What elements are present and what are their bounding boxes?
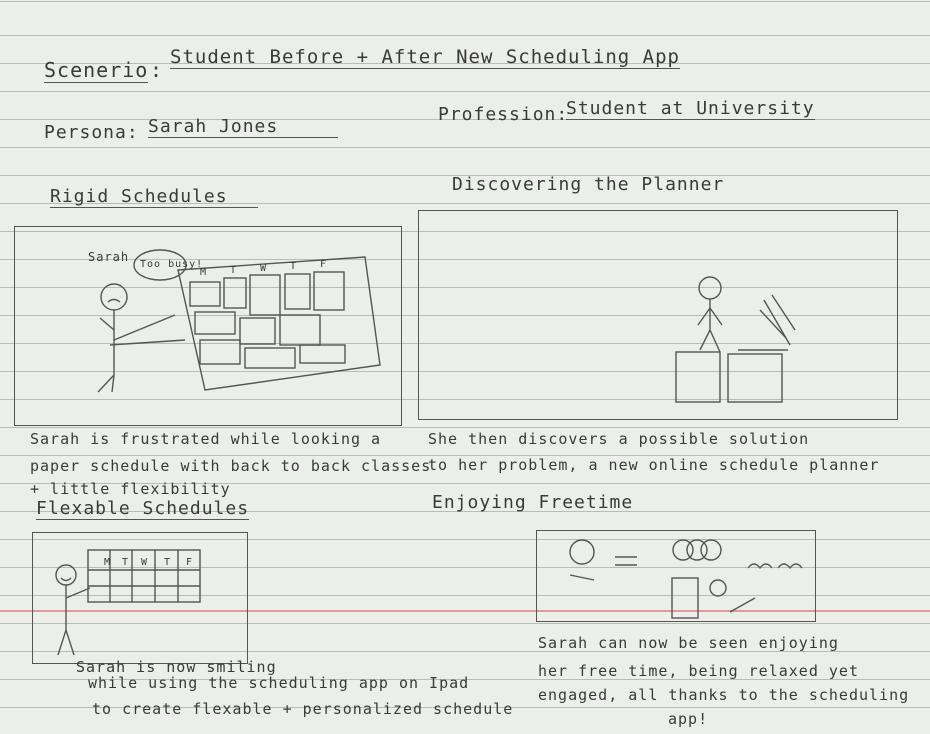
caption-rigid-line1: Sarah is frustrated while looking a bbox=[30, 430, 382, 448]
sketch-day-t2-flex: T bbox=[164, 557, 172, 568]
caption-flexable-line3: to create flexable + personalized schedu… bbox=[92, 700, 514, 718]
panel-title-rigid: Rigid Schedules bbox=[50, 186, 258, 208]
persona-value: Sarah Jones bbox=[148, 116, 339, 138]
panel-title-flexable: Flexable Schedules bbox=[36, 498, 250, 520]
caption-enjoying-line3: engaged, all thanks to the scheduling bbox=[538, 686, 910, 704]
sketch-day-f-flex: F bbox=[186, 557, 194, 568]
caption-flexable-line2: while using the scheduling app on Ipad bbox=[88, 674, 470, 692]
caption-discovering-line2: to her problem, a new online schedule pl… bbox=[428, 456, 880, 474]
sketch-day-f: F bbox=[320, 259, 328, 270]
sketch-day-t: T bbox=[230, 265, 238, 276]
sketch-day-t-flex: T bbox=[122, 557, 130, 568]
caption-enjoying-line4: app! bbox=[668, 710, 709, 728]
sketch-frame-flexable bbox=[32, 532, 248, 664]
margin-line bbox=[0, 610, 930, 612]
sketch-day-m: M bbox=[200, 267, 208, 278]
sketch-day-w-flex: W bbox=[141, 557, 149, 568]
persona-label: Persona: bbox=[44, 122, 139, 143]
sketch-frame-rigid bbox=[14, 226, 402, 426]
caption-rigid-line2: paper schedule with back to back classes bbox=[30, 457, 432, 475]
panel-title-discovering: Discovering the Planner bbox=[452, 174, 725, 195]
caption-rigid-line3: + little flexibility bbox=[30, 480, 231, 498]
caption-enjoying-line1: Sarah can now be seen enjoying bbox=[538, 634, 839, 652]
caption-flexable-line1: Sarah is now smiling bbox=[76, 658, 277, 676]
sketch-day-t2: T bbox=[290, 261, 298, 272]
sketch-frame-enjoying bbox=[536, 530, 816, 622]
caption-enjoying-line2: her free time, being relaxed yet bbox=[538, 662, 859, 680]
sketch-day-w: W bbox=[260, 263, 268, 274]
scenario-label: Scenerio bbox=[44, 58, 149, 83]
caption-discovering-line1: She then discovers a possible solution bbox=[428, 430, 810, 448]
profession-label: Profession: bbox=[438, 104, 569, 125]
sketch-label-toobusy: Too busy! bbox=[140, 259, 204, 270]
scenario-value: Student Before + After New Scheduling Ap… bbox=[170, 46, 680, 69]
scenario-colon: : bbox=[150, 58, 164, 82]
panel-title-enjoying: Enjoying Freetime bbox=[432, 492, 634, 513]
profession-value: Student at University bbox=[566, 98, 815, 120]
sketch-label-sarah: Sarah bbox=[88, 250, 130, 264]
sketch-day-m-flex: M bbox=[104, 557, 112, 568]
sketch-frame-discovering bbox=[418, 210, 898, 420]
